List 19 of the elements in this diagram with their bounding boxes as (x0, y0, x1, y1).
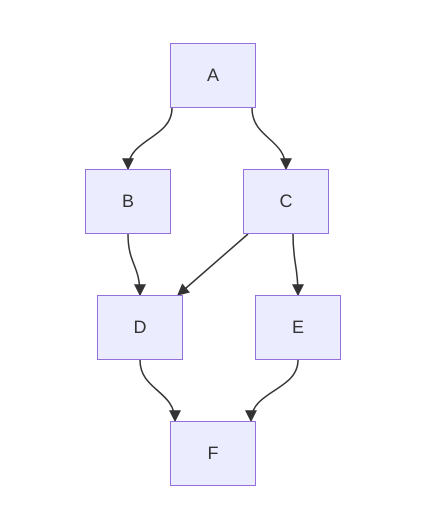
arrow (251, 108, 291, 170)
process-box (243, 169, 329, 234)
node-label: E (292, 316, 304, 339)
process-box (170, 421, 256, 486)
process-box (170, 43, 256, 108)
arrow (123, 108, 173, 170)
arrow (127, 234, 146, 296)
process-box (255, 295, 341, 360)
node-label: D (134, 316, 146, 339)
node-label: F (208, 442, 218, 465)
arrow (139, 360, 180, 422)
process-box (97, 295, 183, 360)
node-label: A (206, 64, 219, 87)
arrow (246, 360, 299, 422)
node-label: C (280, 190, 292, 213)
arrow (292, 234, 304, 296)
arrow (177, 233, 248, 296)
process-box (85, 169, 171, 234)
node-label: B (122, 190, 134, 213)
